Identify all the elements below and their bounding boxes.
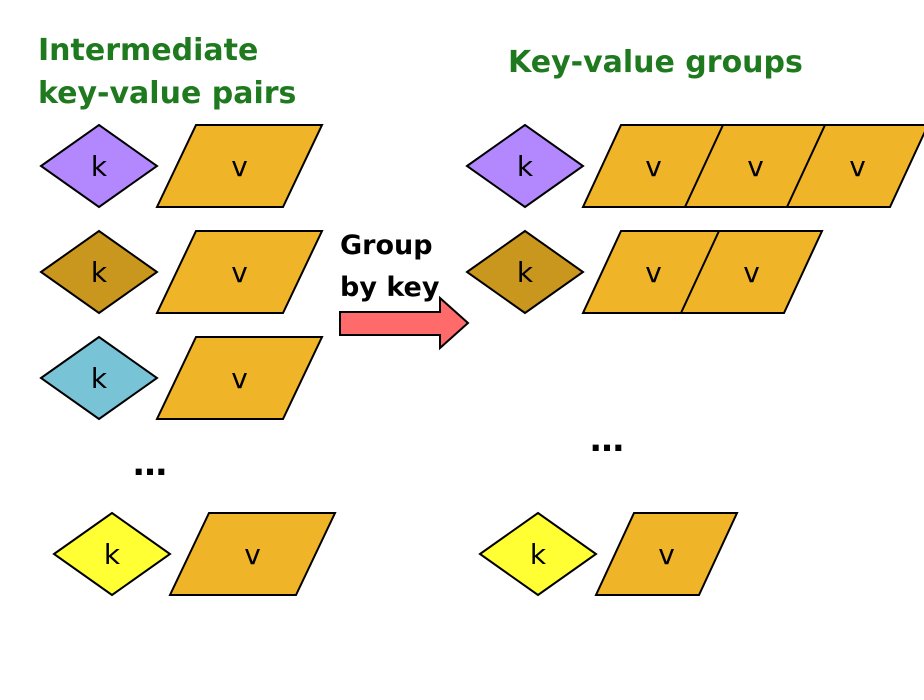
left-ellipsis: … bbox=[133, 444, 167, 484]
value-parallelogram: v bbox=[168, 512, 337, 596]
value-parallelogram-shape bbox=[155, 124, 324, 208]
key-diamond: k bbox=[465, 123, 585, 209]
key-diamond: k bbox=[39, 123, 159, 209]
key-label: k bbox=[517, 150, 534, 183]
value-parallelogram-shape bbox=[594, 512, 739, 596]
value-parallelogram-shape bbox=[785, 124, 924, 208]
group-by-key-arrow bbox=[339, 295, 470, 351]
key-label: k bbox=[530, 538, 547, 571]
right-ellipsis: … bbox=[590, 420, 624, 460]
key-diamond-shape bbox=[478, 511, 598, 597]
value-label: v bbox=[645, 150, 662, 183]
value-parallelogram: v bbox=[581, 230, 726, 314]
value-parallelogram-shape bbox=[679, 230, 824, 314]
arrow-label-line1: Group bbox=[340, 230, 433, 261]
groups-title: Key-value groups bbox=[508, 45, 803, 80]
key-diamond-shape bbox=[39, 123, 159, 209]
value-parallelogram: v bbox=[594, 512, 739, 596]
value-label: v bbox=[231, 150, 248, 183]
key-diamond: k bbox=[39, 229, 159, 315]
key-label: k bbox=[91, 150, 108, 183]
value-label: v bbox=[645, 256, 662, 289]
intermediate-title-line1: Intermediate bbox=[38, 33, 258, 68]
value-parallelogram-shape bbox=[155, 336, 324, 420]
value-label: v bbox=[658, 538, 675, 571]
key-diamond: k bbox=[478, 511, 598, 597]
value-label: v bbox=[849, 150, 866, 183]
key-diamond: k bbox=[39, 335, 159, 421]
value-label: v bbox=[231, 256, 248, 289]
key-diamond-shape bbox=[465, 229, 585, 315]
value-parallelogram-shape bbox=[168, 512, 337, 596]
key-diamond: k bbox=[52, 511, 172, 597]
key-diamond: k bbox=[465, 229, 585, 315]
value-label: v bbox=[244, 538, 261, 571]
key-label: k bbox=[91, 256, 108, 289]
arrow-icon bbox=[339, 295, 470, 351]
value-label: v bbox=[747, 150, 764, 183]
value-label: v bbox=[743, 256, 760, 289]
key-label: k bbox=[91, 362, 108, 395]
value-parallelogram-shape bbox=[155, 230, 324, 314]
key-diamond-shape bbox=[52, 511, 172, 597]
key-diamond-shape bbox=[39, 335, 159, 421]
value-parallelogram: v bbox=[785, 124, 924, 208]
key-diamond-shape bbox=[39, 229, 159, 315]
intermediate-title-line2: key-value pairs bbox=[38, 76, 296, 111]
value-parallelogram: v bbox=[679, 230, 824, 314]
value-parallelogram: v bbox=[155, 230, 324, 314]
value-parallelogram: v bbox=[155, 124, 324, 208]
arrow-label-line2: by key bbox=[340, 272, 440, 303]
key-label: k bbox=[517, 256, 534, 289]
value-label: v bbox=[231, 362, 248, 395]
value-parallelogram: v bbox=[155, 336, 324, 420]
key-diamond-shape bbox=[465, 123, 585, 209]
key-label: k bbox=[104, 538, 121, 571]
